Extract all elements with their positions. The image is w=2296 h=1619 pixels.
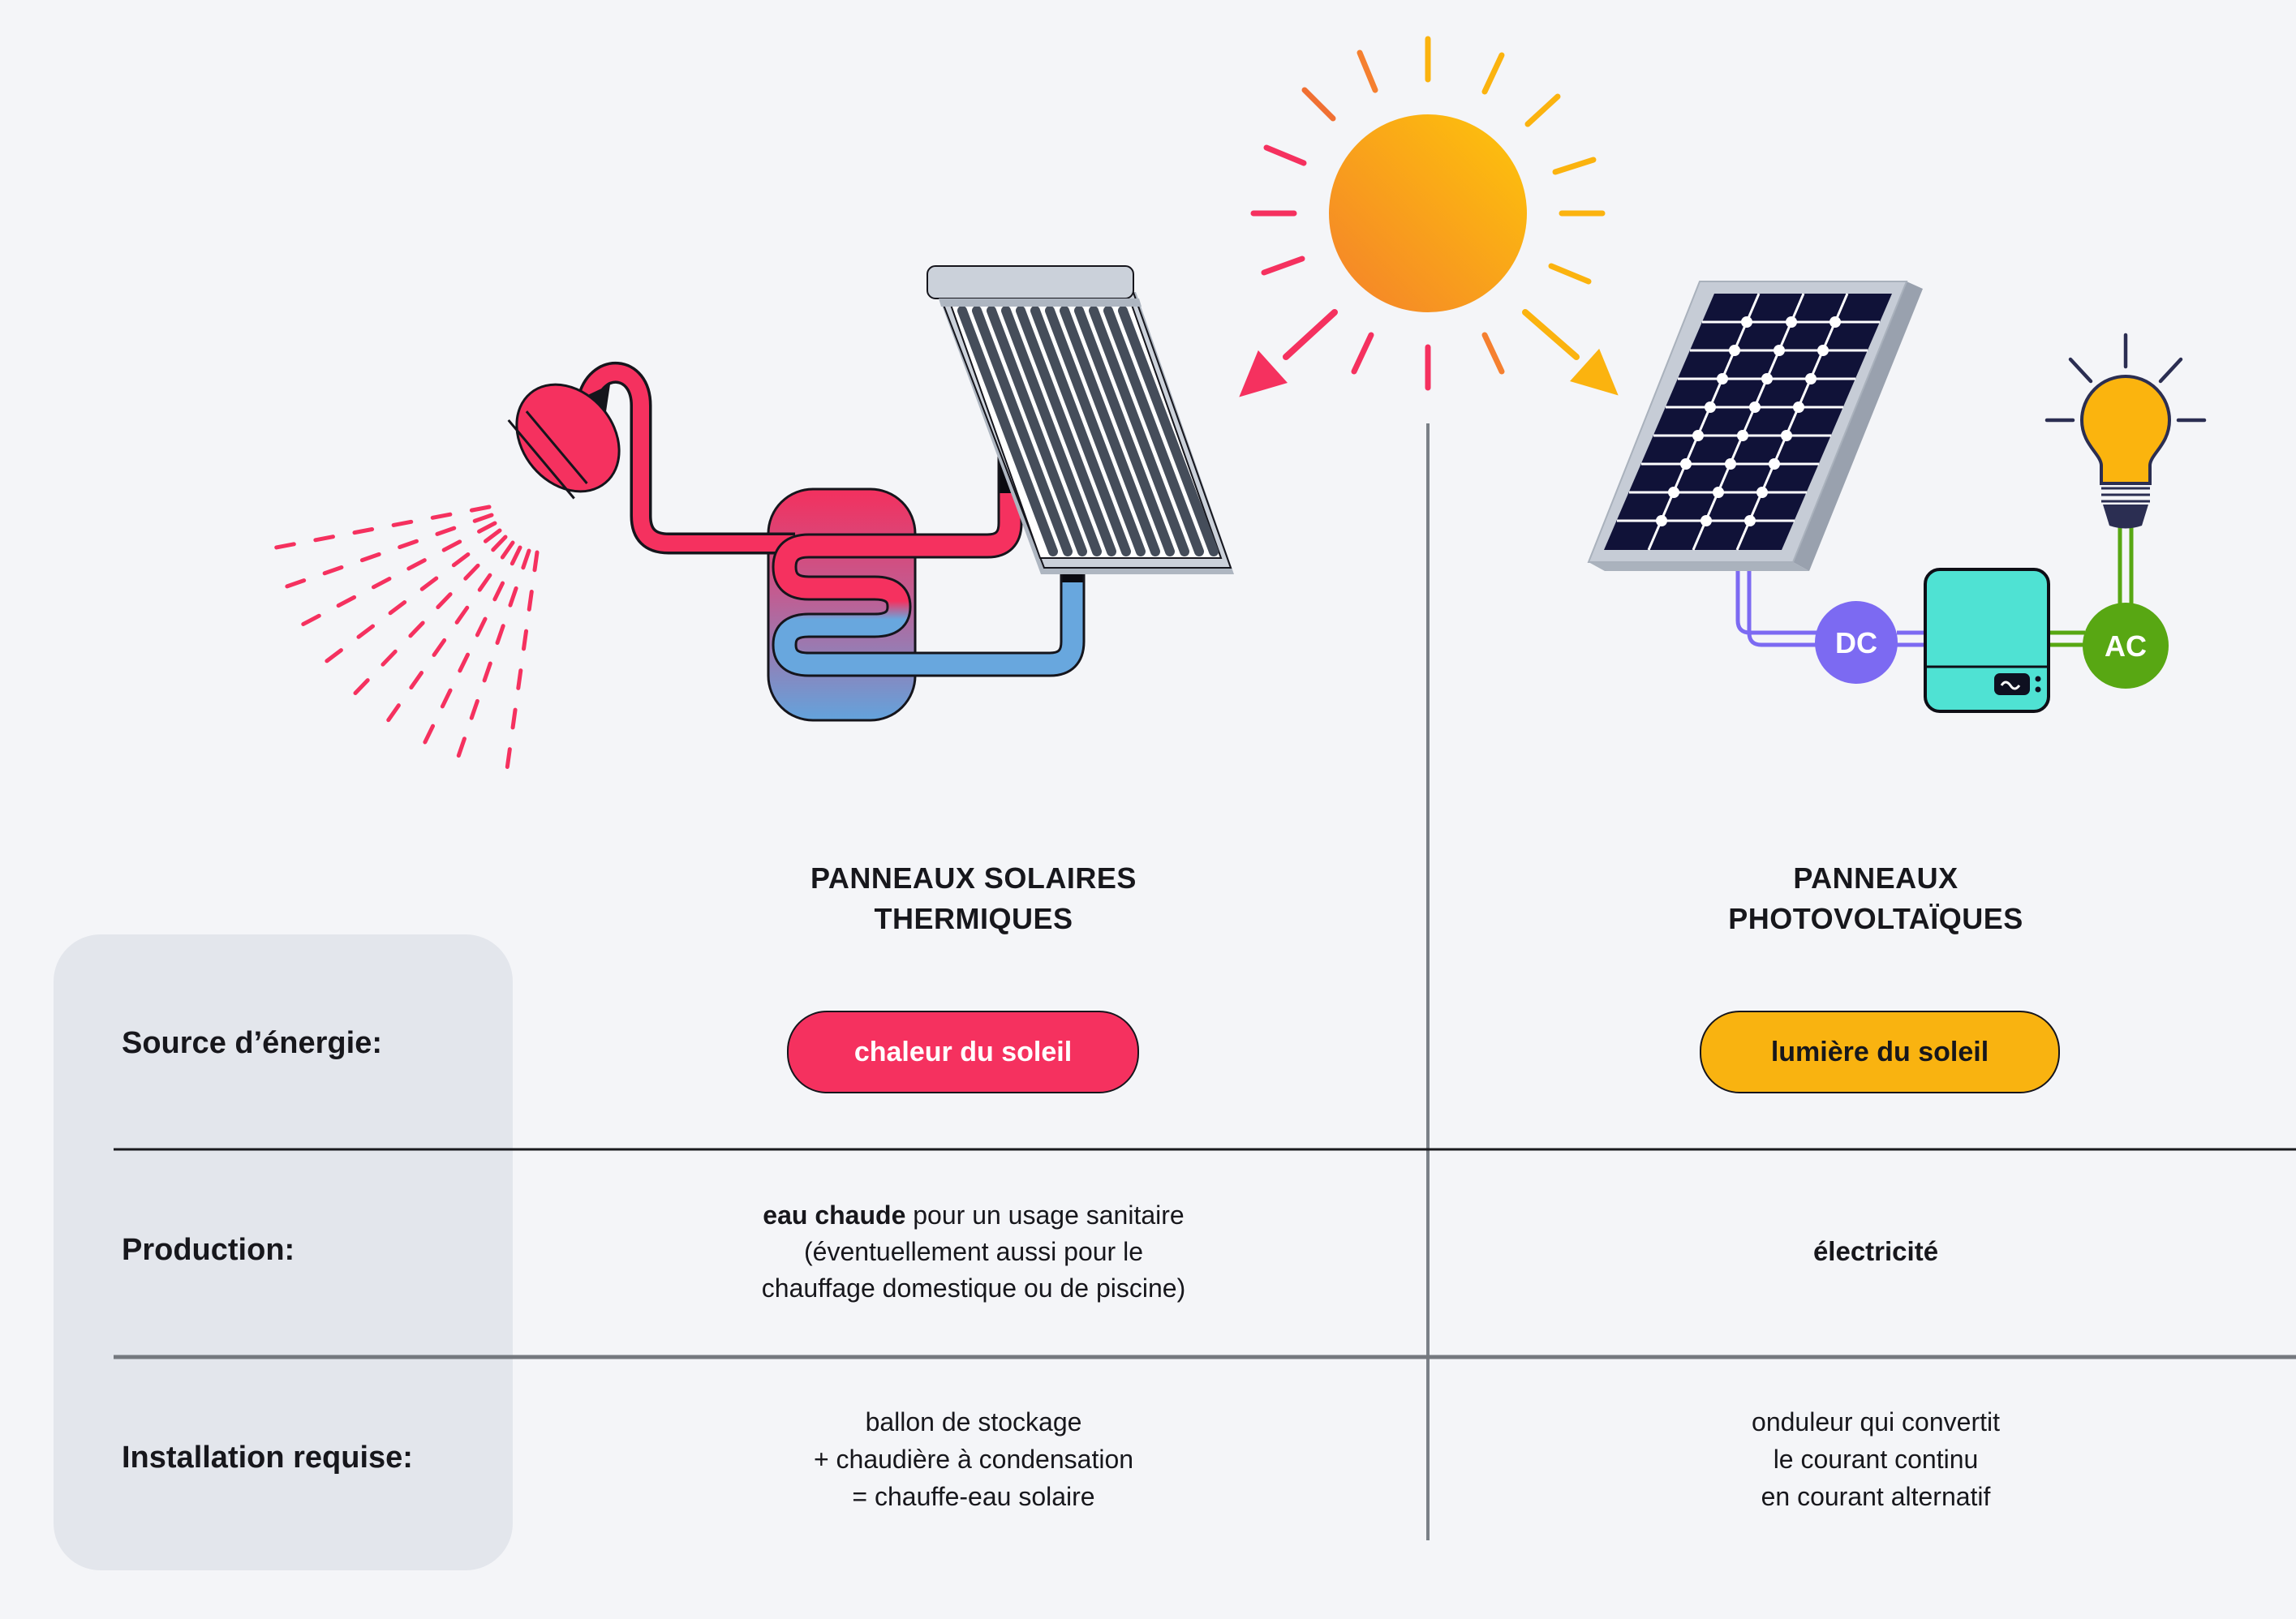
dc-circle: DC bbox=[1815, 601, 1898, 684]
dc-wire bbox=[1735, 568, 1927, 647]
pv-installation-line1: onduleur qui convertit bbox=[1752, 1407, 2000, 1436]
thermal-source-badge-label: chaleur du soleil bbox=[853, 1036, 1073, 1067]
thermal-panel-icon bbox=[927, 265, 1234, 574]
thermal-production-text: eau chaude pour un usage sanitaire (éven… bbox=[690, 1197, 1258, 1307]
bulb-rays bbox=[2044, 333, 2207, 423]
thermal-production-bold: eau chaude bbox=[763, 1200, 906, 1230]
thermal-installation-line1: ballon de stockage bbox=[865, 1407, 1082, 1436]
sun-icon bbox=[1239, 36, 1619, 397]
source-row-label: Source d’énergie: bbox=[122, 1026, 382, 1060]
lightbulb-icon bbox=[2044, 333, 2207, 529]
pv-production-text: électricité bbox=[1812, 1236, 1939, 1266]
thermal-production-rest: pour un usage sanitaire bbox=[905, 1200, 1185, 1230]
label-panel-background bbox=[54, 934, 513, 1570]
sun-arrow-left-icon bbox=[1239, 309, 1338, 397]
pv-installation-line3: en courant alternatif bbox=[1761, 1482, 1991, 1511]
collector-tubes bbox=[957, 306, 1219, 556]
shower-spray bbox=[265, 505, 540, 777]
thermal-installation-line3: = chauffe-eau solaire bbox=[852, 1482, 1095, 1511]
thermal-production-line2: (éventuellement aussi pour le bbox=[803, 1237, 1143, 1266]
hose-pipe bbox=[576, 362, 795, 555]
pv-installation-line2: le courant continu bbox=[1773, 1445, 1979, 1474]
cold-pipe bbox=[1024, 568, 1086, 677]
pv-source-badge: lumière du soleil bbox=[1700, 1011, 2060, 1093]
sun-arrow-right-icon bbox=[1522, 309, 1619, 396]
installation-row-label: Installation requise: bbox=[122, 1441, 413, 1475]
thermal-installation-text: ballon de stockage + chaudière à condens… bbox=[690, 1403, 1258, 1515]
heat-coil bbox=[772, 444, 1048, 677]
dc-label: DC bbox=[1835, 626, 1877, 659]
inverter-icon bbox=[1924, 568, 2050, 713]
sun-disc bbox=[1329, 114, 1527, 312]
ac-circle: AC bbox=[2083, 603, 2169, 689]
pv-installation-text: onduleur qui convertit le courant contin… bbox=[1592, 1403, 2160, 1515]
pv-source-badge-label: lumière du soleil bbox=[1770, 1036, 1989, 1067]
ac-label: AC bbox=[2105, 629, 2147, 663]
ac-wire bbox=[2049, 524, 2134, 647]
thermal-production-line1: eau chaude pour un usage sanitaire bbox=[690, 1197, 1258, 1234]
thermal-installation-line2: + chaudière à condensation bbox=[813, 1445, 1134, 1474]
thermal-source-badge: chaleur du soleil bbox=[787, 1011, 1139, 1093]
pv-grid-dots bbox=[1656, 316, 1841, 526]
thermal-title-line2: THERMIQUES bbox=[874, 902, 1073, 935]
pv-column-title: PANNEAUX PHOTOVOLTAÏQUES bbox=[1592, 858, 2160, 939]
thermal-title-line1: PANNEAUX SOLAIRES bbox=[810, 861, 1137, 895]
pv-panel-icon bbox=[1587, 281, 1923, 571]
sun-rays bbox=[1250, 36, 1606, 391]
pv-title-line1: PANNEAUX bbox=[1793, 861, 1958, 895]
thermal-column-title: PANNEAUX SOLAIRES THERMIQUES bbox=[690, 858, 1258, 939]
production-row-label: Production: bbox=[122, 1233, 295, 1267]
wave-icon bbox=[2000, 681, 2021, 690]
shower-head-icon bbox=[507, 383, 621, 500]
thermal-production-line3: chauffage domestique ou de piscine) bbox=[761, 1273, 1186, 1303]
pv-title-line2: PHOTOVOLTAÏQUES bbox=[1728, 902, 2023, 935]
